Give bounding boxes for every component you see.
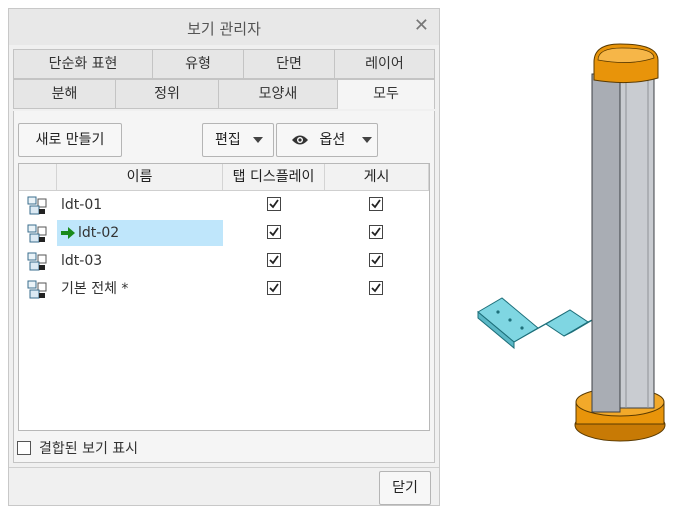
- view-icon: [27, 280, 47, 299]
- view-name[interactable]: 기본 전체 *: [61, 281, 129, 297]
- bracket-part: [477, 297, 597, 350]
- tab-display-checkbox[interactable]: [267, 197, 281, 211]
- publish-checkbox[interactable]: [369, 253, 383, 267]
- chevron-down-icon: [361, 137, 372, 143]
- tab-panel-all: 새로 만들기 편집 옵션 이름 탭 디스플레이 게시: [13, 111, 435, 463]
- tab-display-checkbox[interactable]: [267, 281, 281, 295]
- cap-part: [593, 43, 659, 84]
- table-row[interactable]: ldt-03: [19, 247, 429, 275]
- title-bar[interactable]: 보기 관리자 ✕: [9, 9, 439, 45]
- tab-appearance[interactable]: 모양새: [218, 79, 338, 109]
- eye-icon: [292, 135, 308, 145]
- options-label: 옵션: [319, 132, 346, 148]
- views-table: 이름 탭 디스플레이 게시 ldt-01: [18, 163, 430, 431]
- new-button[interactable]: 새로 만들기: [18, 123, 122, 157]
- close-icon[interactable]: ✕: [413, 15, 429, 36]
- footer-divider: [9, 467, 439, 468]
- view-name-selected[interactable]: ldt-02: [57, 220, 223, 246]
- column-part: [591, 69, 655, 413]
- tab-display-checkbox[interactable]: [267, 225, 281, 239]
- tab-section[interactable]: 단면: [243, 49, 335, 79]
- view-icon: [27, 196, 47, 215]
- tab-orient[interactable]: 정위: [115, 79, 219, 109]
- header-tab-display[interactable]: 탭 디스플레이: [223, 164, 325, 190]
- table-row[interactable]: ldt-01: [19, 191, 429, 219]
- header-publish[interactable]: 게시: [325, 164, 429, 190]
- table-row[interactable]: 기본 전체 *: [19, 275, 429, 303]
- combined-views-label: 결합된 보기 표시: [39, 441, 139, 457]
- tab-strip: 단순화 표현 유형 단면 레이어 분해 정위 모양새 모두: [13, 49, 435, 111]
- combined-views-checkbox[interactable]: [17, 441, 31, 455]
- publish-checkbox[interactable]: [369, 197, 383, 211]
- active-arrow-icon: [61, 227, 75, 239]
- options-dropdown[interactable]: 옵션: [276, 123, 378, 157]
- edit-label: 편집: [215, 132, 241, 148]
- tab-type[interactable]: 유형: [152, 49, 244, 79]
- header-icon-column: [19, 164, 57, 190]
- tab-display-checkbox[interactable]: [267, 253, 281, 267]
- table-header: 이름 탭 디스플레이 게시: [19, 164, 429, 191]
- header-name[interactable]: 이름: [57, 164, 223, 190]
- publish-checkbox[interactable]: [369, 281, 383, 295]
- view-icon: [27, 224, 47, 243]
- edit-dropdown[interactable]: 편집: [202, 123, 274, 157]
- tab-layer[interactable]: 레이어: [334, 49, 435, 79]
- model-viewport[interactable]: [470, 40, 700, 480]
- view-name[interactable]: ldt-03: [61, 253, 103, 269]
- view-icon: [27, 252, 47, 271]
- table-row[interactable]: ldt-02: [19, 219, 429, 247]
- close-button[interactable]: 닫기: [379, 471, 431, 505]
- publish-checkbox[interactable]: [369, 225, 383, 239]
- view-name[interactable]: ldt-01: [61, 197, 103, 213]
- tab-explode[interactable]: 분해: [13, 79, 116, 109]
- view-manager-dialog: 보기 관리자 ✕ 단순화 표현 유형 단면 레이어 분해 정위 모양새 모두 새…: [8, 8, 440, 506]
- tab-all[interactable]: 모두: [337, 79, 435, 109]
- chevron-down-icon: [253, 137, 264, 143]
- tab-simplified-rep[interactable]: 단순화 표현: [13, 49, 153, 79]
- dialog-title: 보기 관리자: [187, 20, 261, 38]
